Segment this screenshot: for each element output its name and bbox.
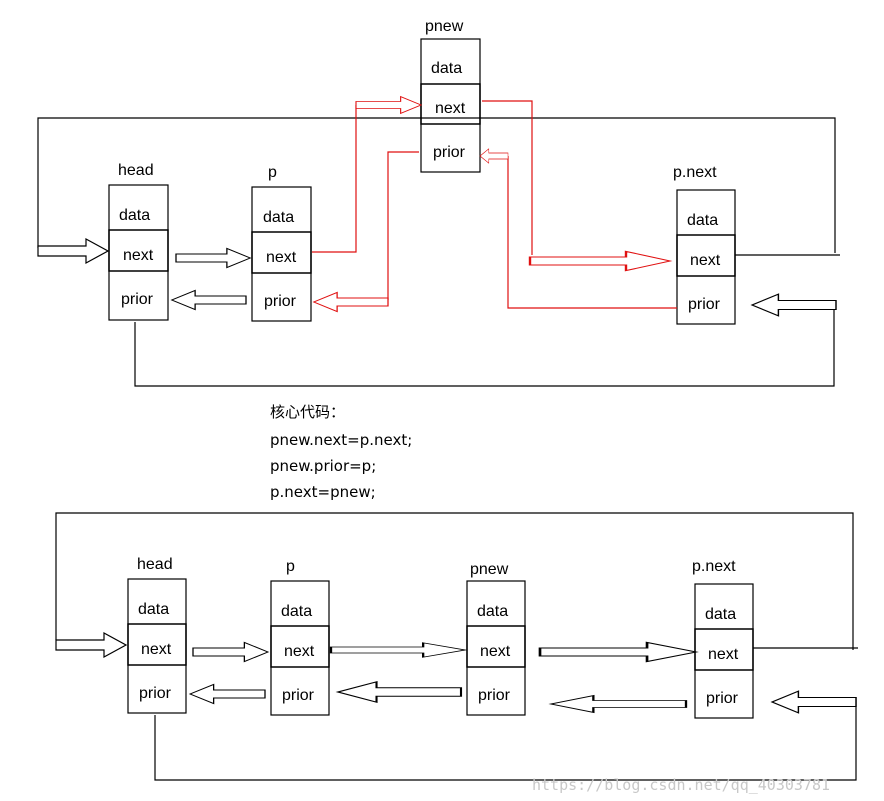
- field-next: next: [141, 641, 172, 658]
- bottom-node-head: head data next prior: [127, 556, 187, 714]
- field-data: data: [705, 606, 736, 623]
- bottom-arrow-p-to-pnew: [329, 641, 467, 659]
- bottom-arrow-pnew-to-p: [336, 680, 463, 704]
- node-title: p.next: [673, 164, 717, 181]
- bottom-arrow-into-head-next: [55, 632, 127, 658]
- code-heading: 核心代码：: [270, 403, 345, 421]
- top-node-pnew: pnew data next prior: [420, 18, 481, 173]
- red-pnew-next-to-pnext: [482, 100, 533, 255]
- bottom-arrow-pnext-to-pnew: [549, 694, 688, 714]
- top-arrow-into-head-next: [37, 238, 109, 264]
- field-data: data: [687, 212, 718, 229]
- field-prior: prior: [139, 685, 172, 702]
- node-title: head: [118, 162, 154, 179]
- field-prior: prior: [264, 293, 297, 310]
- top-diagram: head data next prior p data next prior p…: [37, 18, 840, 387]
- watermark: https://blog.csdn.net/qq_40303781: [532, 776, 830, 794]
- red-pnew-prior-to-p: [387, 151, 419, 300]
- top-wrap-line-upper: [37, 117, 836, 253]
- field-next: next: [123, 247, 154, 264]
- red-p-next-to-pnew: [312, 105, 357, 253]
- red-arrow-into-pnew-prior: [479, 148, 509, 164]
- bottom-node-pnext: p.next data next prior: [692, 558, 754, 719]
- bottom-diagram: head data next prior p data next prior p…: [55, 512, 858, 781]
- bottom-arrow-head-to-p: [192, 641, 269, 663]
- top-arrow-into-pnext-prior: [751, 293, 837, 317]
- field-data: data: [477, 603, 508, 620]
- field-next: next: [435, 100, 466, 117]
- node-title: p: [268, 164, 277, 181]
- field-data: data: [281, 603, 312, 620]
- red-arrow-into-pnext-next: [528, 250, 672, 272]
- bottom-arrow-into-pnext-prior: [771, 690, 857, 714]
- code-line: pnew.prior=p;: [270, 457, 376, 475]
- field-prior: prior: [121, 291, 154, 308]
- field-next: next: [284, 643, 315, 660]
- field-next: next: [708, 646, 739, 663]
- field-data: data: [263, 209, 294, 226]
- field-prior: prior: [433, 144, 466, 161]
- bottom-arrow-p-to-head: [189, 683, 266, 705]
- field-data: data: [431, 60, 462, 77]
- field-data: data: [119, 207, 150, 224]
- bottom-node-p: p data next prior: [270, 558, 330, 716]
- node-title: p: [286, 558, 295, 575]
- field-next: next: [266, 249, 297, 266]
- node-title: p.next: [692, 558, 736, 575]
- field-prior: prior: [688, 296, 721, 313]
- code-line: pnew.next=p.next;: [270, 431, 412, 449]
- red-arrow-into-pnew-next: [355, 96, 422, 114]
- top-arrow-head-to-p: [175, 247, 251, 269]
- node-title: pnew: [425, 18, 464, 35]
- red-pnext-prior-to-pnew: [507, 156, 677, 309]
- top-arrow-p-to-head: [171, 289, 247, 311]
- bottom-wrap-line-lower: [154, 697, 857, 781]
- field-data: data: [138, 601, 169, 618]
- bottom-arrow-pnew-to-pnext: [538, 641, 698, 663]
- code-line: p.next=pnew;: [270, 483, 376, 501]
- top-node-head: head data next prior: [108, 162, 169, 321]
- field-prior: prior: [478, 687, 511, 704]
- top-wrap-line-lower: [134, 303, 835, 387]
- node-title: pnew: [470, 561, 509, 578]
- field-prior: prior: [282, 687, 315, 704]
- field-prior: prior: [706, 690, 739, 707]
- node-title: head: [137, 556, 173, 573]
- bottom-wrap-line-upper: [55, 512, 854, 650]
- top-node-pnext: p.next data next prior: [673, 164, 736, 325]
- field-next: next: [690, 252, 721, 269]
- core-code: 核心代码： pnew.next=p.next; pnew.prior=p; p.…: [270, 403, 412, 501]
- field-next: next: [480, 643, 511, 660]
- top-node-p: p data next prior: [251, 164, 312, 322]
- bottom-node-pnew: pnew data next prior: [466, 561, 526, 716]
- red-arrow-into-p-prior: [313, 291, 389, 313]
